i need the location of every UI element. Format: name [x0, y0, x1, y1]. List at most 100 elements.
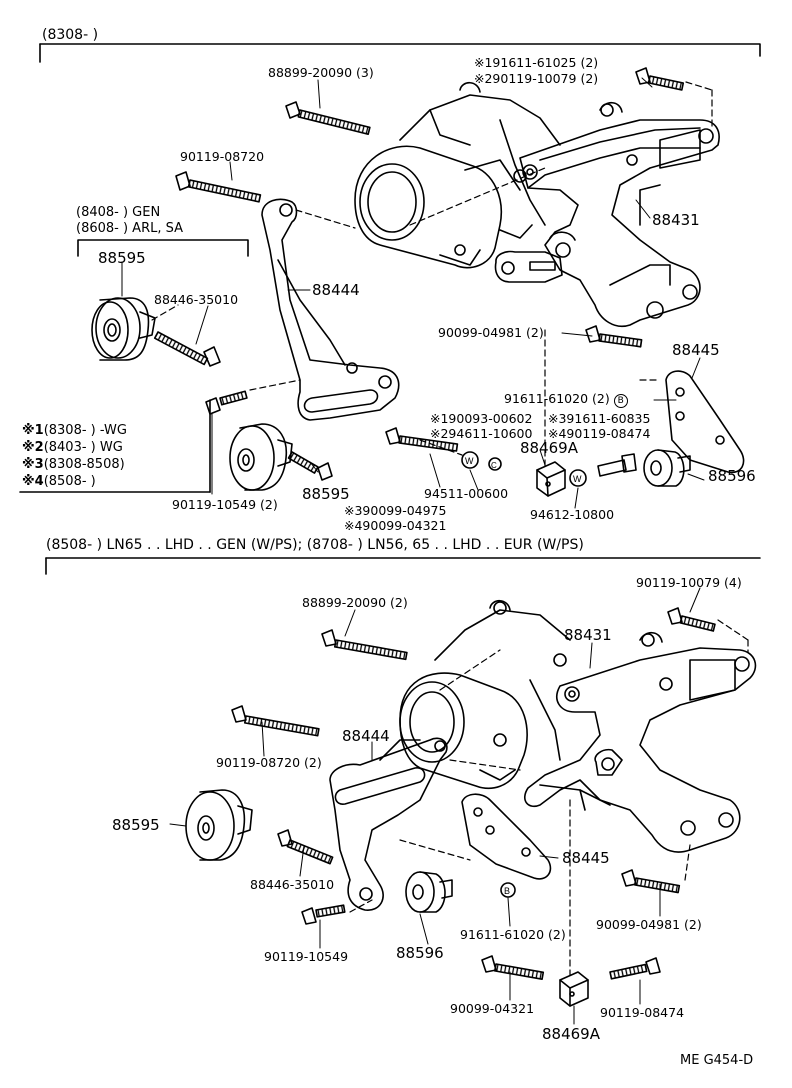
alternator-upper: [354, 81, 561, 269]
svg-text:W: W: [573, 474, 582, 484]
variant-line-1: (8408- ) GEN: [76, 205, 161, 220]
bolt-90119-08474-lower: [609, 957, 661, 980]
note-1: ※1(8308- ) -WG: [22, 424, 127, 438]
variant-line-2: (8608- ) ARL, SA: [76, 221, 184, 236]
part-391611-upper: ※391611-60835: [548, 411, 651, 426]
drawing-code: ME G454-D: [680, 1053, 754, 1068]
bolt-88899-upper: [285, 101, 371, 136]
idler-pulley-88595-lower: [185, 789, 253, 861]
spacer-88596-lower: [405, 871, 453, 913]
part-90099-04981-lower: 90099-04981 (2): [596, 917, 702, 932]
part-88445-upper: 88445: [672, 341, 720, 359]
part-88595-upper-left: 88595: [98, 249, 146, 267]
leader-lines: [121, 77, 705, 1025]
bolt-88899-lower: [321, 629, 408, 661]
washer-b-lower: B: [500, 882, 516, 898]
b-washer-symbol-upper: B: [613, 394, 628, 408]
part-90119-08474-lower: 90119-08474: [600, 1005, 685, 1020]
washer-94612-upper: W: [569, 469, 587, 487]
svg-text:B: B: [504, 886, 510, 896]
part-490099-upper: ※490099-04321: [344, 518, 447, 533]
plate-88445-lower: [461, 793, 552, 880]
section2-frame: [45, 557, 761, 575]
part-88444-upper: 88444: [312, 281, 360, 299]
part-88595-upper-mid: 88595: [302, 485, 350, 503]
part-390099-upper: ※390099-04975: [344, 503, 447, 518]
svg-text:W: W: [465, 456, 474, 466]
bolt-88446-upper: [153, 331, 221, 367]
bolt-88446-lower: [277, 829, 334, 865]
washer-94511-upper: W: [461, 451, 479, 469]
bolt-90119-08720-lower: [231, 705, 320, 737]
idler-pulley-88595-upper-mid: [229, 423, 333, 491]
note-3-text: (8308-8508): [43, 457, 125, 472]
part-88431-upper: 88431: [652, 211, 700, 229]
part-91611-lower: 91611-61020 (2): [460, 927, 566, 942]
bolt-90099-04321-lower: [481, 955, 545, 981]
part-88446-upper: 88446-35010: [154, 292, 239, 307]
bolt-90099-04981-upper: [585, 325, 643, 348]
part-88431-lower: 88431: [564, 626, 612, 644]
note-4: ※4(8508- ): [22, 475, 96, 489]
part-90119-10549-upper: 90119-10549 (2): [172, 497, 278, 512]
part-490119-upper: ※490119-08474: [548, 426, 651, 441]
part-88446-lower: 88446-35010: [250, 877, 335, 892]
note-4-text: (8508- ): [43, 474, 96, 489]
bolt-90119-10549-upper: [205, 390, 248, 415]
bolt-490119-upper: [597, 453, 637, 477]
section2-header: (8508- ) LN65 . . LHD . . GEN (W/PS); (8…: [46, 537, 584, 553]
part-94511-upper: 94511-00600: [424, 486, 509, 501]
washer-c-upper: C: [488, 457, 502, 471]
part-90119-08720-lower: 90119-08720 (2): [216, 755, 322, 770]
nut-88469A-upper: [536, 461, 566, 497]
part-90099-04981-upper-qty: (2): [526, 325, 544, 340]
part-90099-04321-lower: 90099-04321: [450, 1001, 535, 1016]
part-90099-04981-upper-number: 90099-04981: [438, 325, 523, 340]
alternator-lower: [399, 599, 571, 790]
part-88444-lower: 88444: [342, 727, 390, 745]
spacer-88596-upper: [643, 449, 691, 487]
bolt-191611-upper: [635, 67, 685, 91]
note-3: ※3(8308-8508): [22, 458, 125, 472]
part-88596-upper: 88596: [708, 467, 756, 485]
section1-header: (8308- ): [42, 27, 99, 43]
assembly-lines-lower: [349, 619, 749, 976]
part-290119-upper: ※290119-10079 (2): [474, 71, 599, 86]
part-88899-upper: 88899-20090 (3): [268, 65, 374, 80]
svg-text:C: C: [491, 461, 497, 470]
part-294611-upper: ※294611-10600: [430, 426, 533, 441]
part-191611-upper: ※191611-61025 (2): [474, 55, 599, 70]
note-2-mark: ※2: [22, 440, 44, 455]
bolt-90119-10079-lower: [667, 607, 716, 632]
part-88596-lower: 88596: [396, 944, 444, 962]
bracket-88431-upper: [494, 101, 720, 327]
plate-88445-upper: [665, 370, 745, 474]
note-1-text: (8308- ) -WG: [43, 423, 127, 438]
part-91611-upper: 91611-61020 (2) B: [504, 392, 628, 408]
bolt-90119-08720-upper: [175, 171, 262, 203]
part-88595-lower: 88595: [112, 816, 160, 834]
note-2-text: (8403- ) WG: [43, 440, 123, 455]
part-90119-10079-lower: 90119-10079 (4): [636, 575, 742, 590]
part-190093-upper: ※190093-00602: [430, 411, 533, 426]
bolt-90119-10549-lower: [301, 904, 346, 925]
bracket-88431-lower: [524, 631, 757, 853]
part-90119-10549-lower: 90119-10549: [264, 949, 349, 964]
part-94612-upper: 94612-10800: [530, 507, 615, 522]
part-90119-08720-upper: 90119-08720: [180, 149, 265, 164]
part-88899-lower: 88899-20090 (2): [302, 595, 408, 610]
part-88469A-lower: 88469A: [542, 1025, 600, 1043]
part-88445-lower: 88445: [562, 849, 610, 867]
bolt-390099-upper: [385, 427, 459, 452]
part-91611-upper-number: 91611-61020 (2): [504, 391, 610, 406]
note-1-mark: ※1: [22, 423, 44, 438]
note-2: ※2(8403- ) WG: [22, 441, 123, 455]
part-90099-04981-upper: 90099-04981 (2): [438, 326, 544, 340]
part-88469A-upper: 88469A: [520, 439, 578, 457]
section1-frame: [19, 43, 761, 493]
assembly-lines-upper: [151, 81, 713, 471]
adjusting-bar-88444-upper: [261, 198, 400, 421]
nut-88469A-lower: [559, 971, 589, 1007]
